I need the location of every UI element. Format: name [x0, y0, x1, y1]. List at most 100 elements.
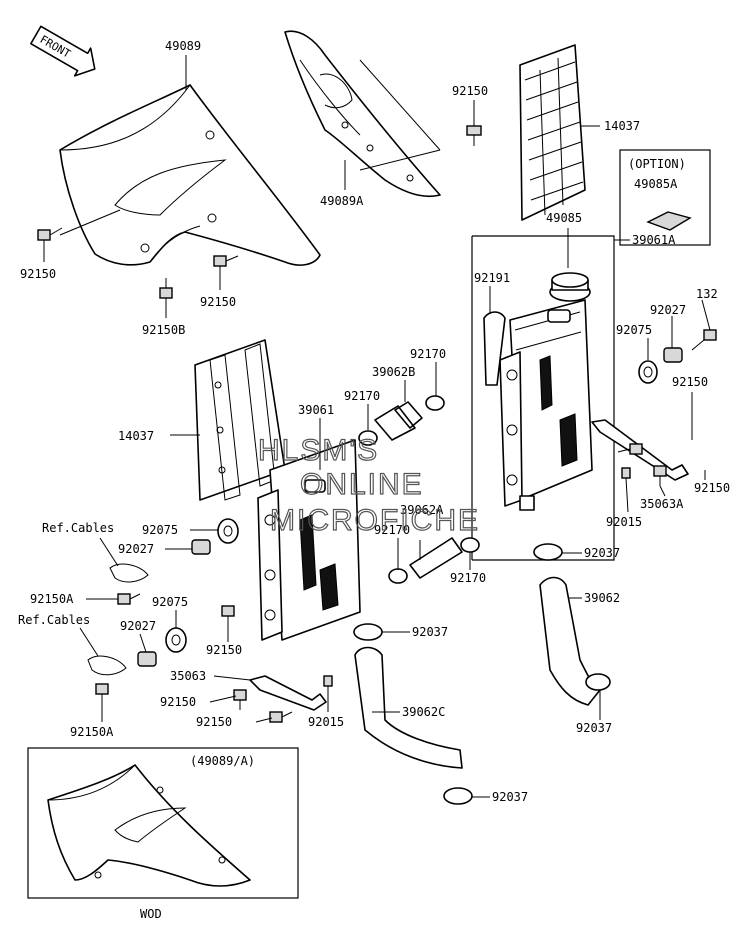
label-92150-l4: 92150 — [160, 695, 196, 709]
bolt-92150-l3-icon — [221, 605, 235, 628]
hose-39062C-icon — [354, 646, 463, 769]
option-box-title: (OPTION) — [628, 157, 686, 171]
option-box-part: 49085A — [634, 177, 678, 191]
watermark-line1: HLSM'S — [258, 434, 379, 467]
overflow-hose-92191-icon — [483, 311, 506, 386]
bolt-92150-r1-icon — [617, 443, 643, 455]
grommet-92075-l2-icon — [165, 627, 187, 653]
bolt-92150B-icon — [159, 278, 173, 299]
bolt-92150-l5-icon — [269, 711, 293, 723]
label-92170-a: 92170 — [410, 347, 446, 361]
grommet-92075-right-icon — [638, 360, 658, 384]
label-92150A-1: 92150A — [30, 592, 74, 606]
label-92075-l1: 92075 — [142, 523, 178, 537]
label-92075-l2: 92075 — [152, 595, 188, 609]
label-39062: 39062 — [584, 591, 620, 605]
clamp-92037-b-icon — [353, 623, 383, 641]
inset-box: (49089/A) WOD — [27, 747, 299, 921]
label-39061: 39061 — [298, 403, 334, 417]
label-92150-mid: 92150 — [200, 295, 236, 309]
label-92170-d: 92170 — [450, 571, 486, 585]
radiator-39061 — [257, 439, 361, 641]
clamp-92170-d-icon — [460, 537, 480, 553]
label-14037-top: 14037 — [604, 119, 640, 133]
option-box: (OPTION) 49085A — [619, 149, 711, 246]
radiator-cap-cover-icon — [646, 211, 692, 231]
label-39062C: 39062C — [402, 705, 445, 719]
bolt-132-icon — [691, 329, 717, 351]
hose-39062B-icon — [374, 401, 423, 441]
collar-92027-l2-icon — [137, 651, 157, 667]
label-92037-d: 92037 — [576, 721, 612, 735]
label-49089A: 49089A — [320, 194, 364, 208]
clamp-92170-c-icon — [388, 568, 408, 584]
radiator-39061A — [499, 299, 593, 511]
watermark-line2: ONLINE — [300, 468, 424, 501]
label-ref-cables-1: Ref.Cables — [42, 521, 114, 535]
label-92150-l3: 92150 — [206, 643, 242, 657]
cable-clip-2-icon — [87, 655, 127, 676]
bolt-92150-r2-icon — [653, 465, 667, 486]
clamp-92037-c-icon — [443, 787, 473, 805]
bolt-92150A-1-icon — [117, 593, 141, 605]
label-92150B: 92150B — [142, 323, 185, 337]
label-92037-b: 92037 — [412, 625, 448, 639]
watermark-line3: MICROFICHE — [270, 504, 480, 537]
bolt-92150-left-icon — [37, 227, 63, 241]
bracket-35063-icon — [249, 675, 327, 711]
label-92015-l: 92015 — [308, 715, 344, 729]
clamp-92037-a-icon — [533, 543, 563, 561]
label-92191: 92191 — [474, 271, 510, 285]
label-92150-r2: 92150 — [694, 481, 730, 495]
label-39061A: 39061A — [632, 233, 676, 247]
label-92027-l2: 92027 — [120, 619, 156, 633]
radiator-cap-49085-icon — [549, 272, 591, 302]
label-49085: 49085 — [546, 211, 582, 225]
shroud-49089A — [284, 30, 441, 198]
label-92150-r1: 92150 — [672, 375, 708, 389]
collar-92027-l1-icon — [191, 539, 211, 555]
label-92027-r: 92027 — [650, 303, 686, 317]
inset-caption: WOD — [140, 907, 162, 921]
label-35063A: 35063A — [640, 497, 684, 511]
inset-title: (49089/A) — [190, 754, 255, 768]
cable-clip-1-icon — [109, 563, 149, 583]
clamp-92170-a-icon — [425, 395, 445, 411]
collar-92027-right-icon — [663, 347, 683, 363]
radiator-guard-14037-right — [519, 44, 586, 221]
label-92075-r: 92075 — [616, 323, 652, 337]
label-39062A: 39062A — [400, 503, 444, 517]
watermark: HLSM'S ONLINE MICROFICHE — [257, 433, 480, 537]
clamp-92170-b-icon — [358, 430, 378, 446]
grommet-92075-l1-icon — [217, 518, 239, 544]
bolt-92150-top-icon — [466, 125, 482, 146]
clamp-92037-d-icon — [585, 673, 611, 691]
label-92015-r: 92015 — [606, 515, 642, 529]
leader-lines — [43, 55, 711, 798]
label-92150A-2: 92150A — [70, 725, 114, 739]
label-92037-c: 92037 — [492, 790, 528, 804]
bolt-92150A-2-icon — [95, 683, 109, 706]
label-14037-left: 14037 — [118, 429, 154, 443]
front-arrow-icon: FRONT — [30, 25, 96, 77]
part-labels: 49089 49089A 92150 14037 92150 92150 921… — [18, 39, 730, 804]
label-ref-cables-2: Ref.Cables — [18, 613, 90, 627]
label-49089: 49089 — [165, 39, 201, 53]
label-92027-l1: 92027 — [118, 542, 154, 556]
label-92150-l5: 92150 — [196, 715, 232, 729]
hose-39062A-icon — [409, 537, 463, 579]
radiator-shroud-49089 — [59, 84, 321, 266]
label-92037-a: 92037 — [584, 546, 620, 560]
label-92170-c: 92170 — [374, 523, 410, 537]
label-39062B: 39062B — [372, 365, 415, 379]
clip-92015-right-icon — [621, 467, 631, 479]
label-132: 132 — [696, 287, 718, 301]
label-92170-b: 92170 — [344, 389, 380, 403]
clip-92015-left-icon — [323, 675, 333, 687]
bolt-92150-mid-icon — [213, 255, 239, 267]
label-92150-top: 92150 — [452, 84, 488, 98]
bolt-92150-l4-icon — [233, 689, 247, 710]
label-92150-left: 92150 — [20, 267, 56, 281]
